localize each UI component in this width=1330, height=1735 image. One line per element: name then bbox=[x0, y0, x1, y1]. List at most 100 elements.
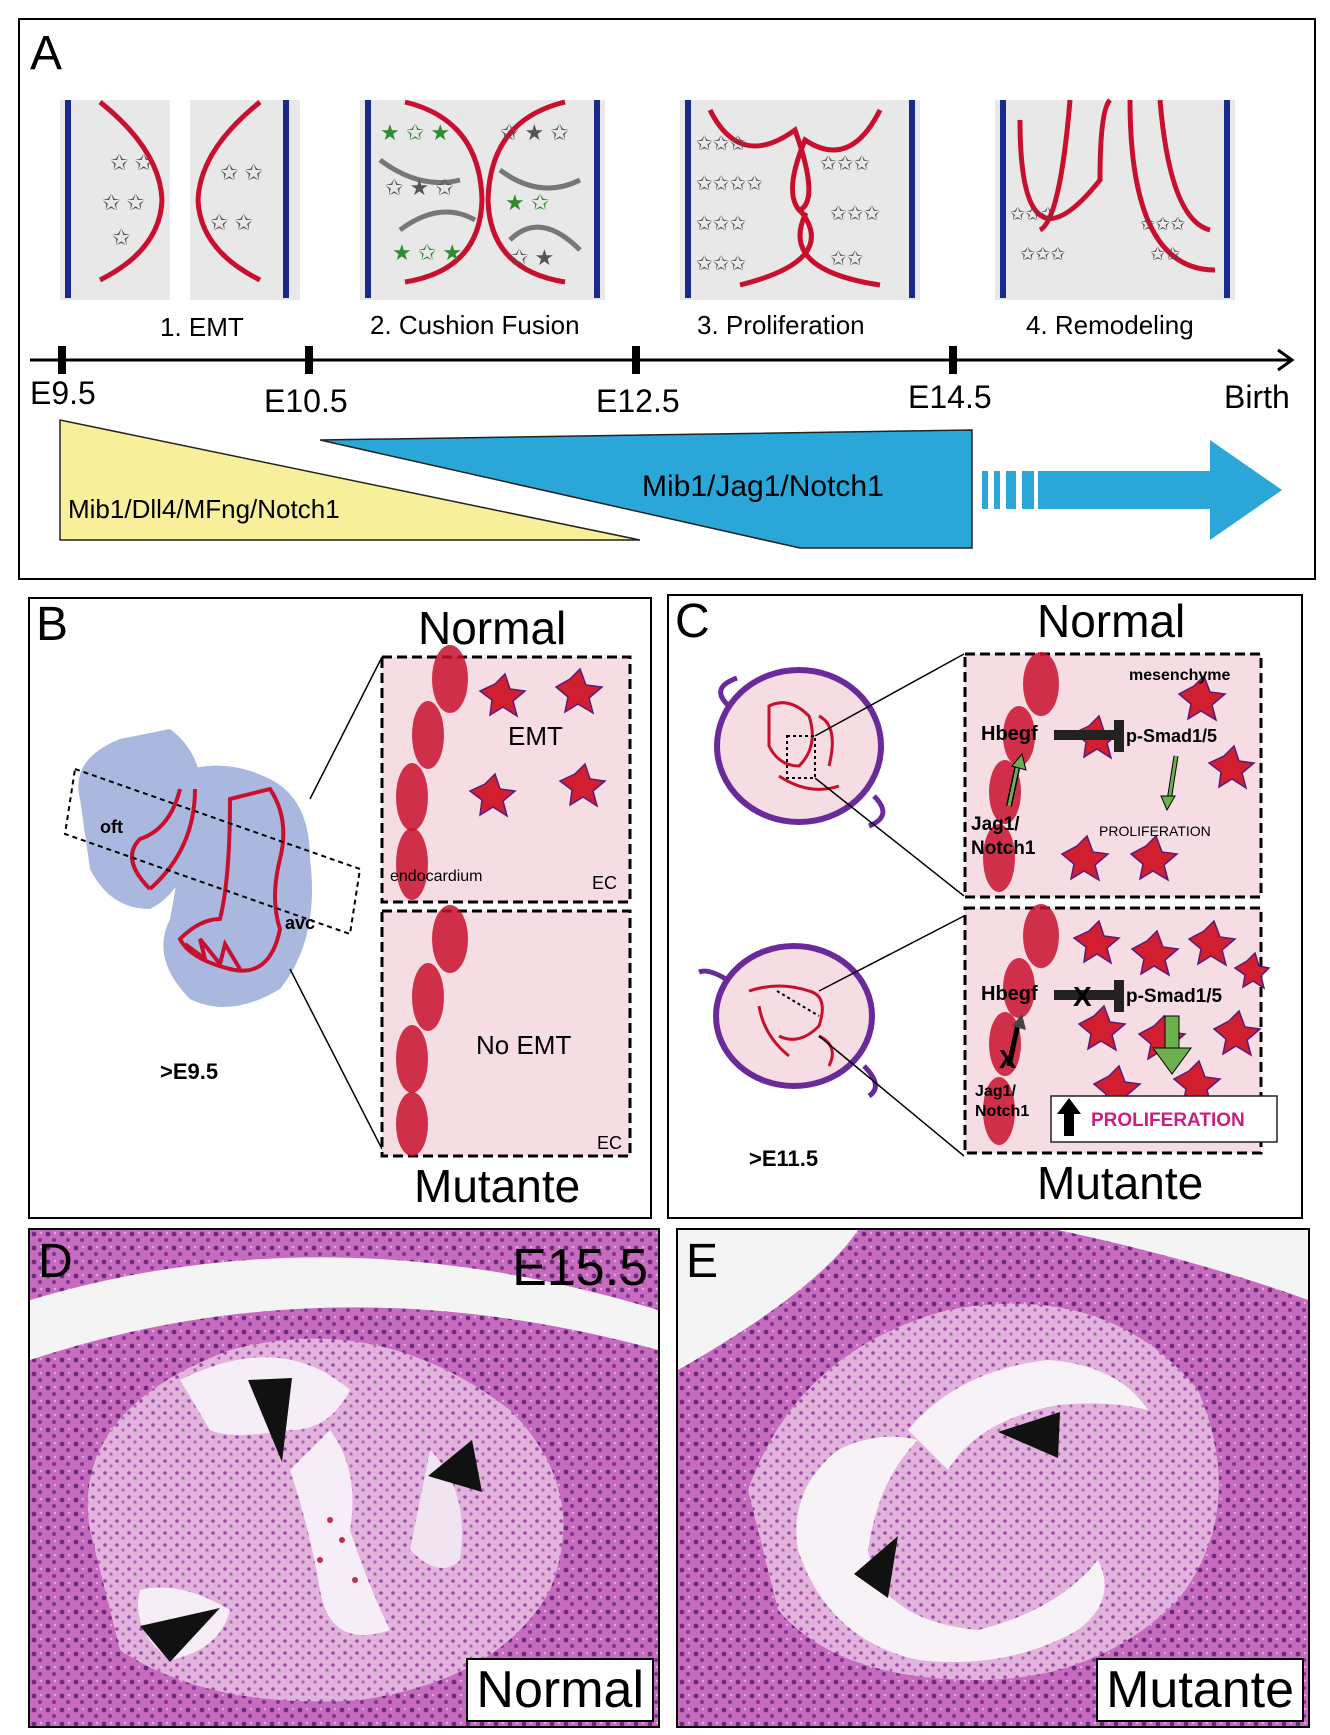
c-mutant-endocardium-cells bbox=[983, 904, 1059, 1145]
panel-d-label: D bbox=[38, 1235, 73, 1288]
panel-e-label: E bbox=[686, 1235, 719, 1288]
svg-text:✩✩✩: ✩✩✩ bbox=[830, 203, 881, 225]
b-mutant-endocardium-cells bbox=[396, 905, 468, 1156]
e-caption-mutante: Mutante bbox=[1096, 1658, 1304, 1722]
stage-label-4: 4. Remodeling bbox=[1026, 310, 1194, 340]
svg-text:✩✩✩: ✩✩✩ bbox=[1020, 244, 1065, 264]
c-normal-heart-section bbox=[714, 653, 965, 897]
b-ec-label-2: EC bbox=[597, 1133, 622, 1153]
svg-text:✩✩✩: ✩✩✩ bbox=[1140, 214, 1185, 234]
panel-a-diagram: ✩ ✩ ✩ ✩ ✩ ✩ ✩ ✩ ✩ ★ ✩ ★ ✩ ★ ✩ ★ ✩ ★ ✩ ★ … bbox=[30, 98, 1295, 549]
panel-b: oft avc >E9.5 EMT endocardium EC No EMT bbox=[28, 597, 652, 1219]
b-age-label: >E9.5 bbox=[160, 1059, 218, 1084]
mesenchyme-label: mesenchyme bbox=[1129, 667, 1230, 684]
arrowhead-3 bbox=[140, 1608, 220, 1662]
stage-label-2: 2. Cushion Fusion bbox=[370, 310, 580, 340]
arrowhead-2 bbox=[428, 1440, 482, 1492]
timeline-axis bbox=[30, 346, 1295, 374]
panel-a: ✩ ✩ ✩ ✩ ✩ ✩ ✩ ✩ ✩ ★ ✩ ★ ✩ ★ ✩ ★ ✩ ★ ✩ ★ … bbox=[18, 18, 1316, 580]
arrowhead-1 bbox=[248, 1378, 292, 1462]
c-normal-title: Normal bbox=[1037, 595, 1186, 647]
c-jag1-line1: Jag1/ bbox=[971, 814, 1020, 835]
panel-b-label: B bbox=[36, 598, 69, 651]
svg-text:✩✩: ✩✩ bbox=[1150, 244, 1180, 264]
histology-normal-image bbox=[30, 1230, 658, 1726]
panel-d: D E15.5 Normal bbox=[28, 1228, 660, 1728]
jag1-wedge bbox=[319, 429, 973, 549]
c-normal-jag1-arrow bbox=[1006, 752, 1027, 807]
panel-a-label: A bbox=[30, 27, 63, 80]
svg-text:✩✩✩✩: ✩✩✩✩ bbox=[696, 173, 763, 195]
svg-text:✩ ★ ✩: ✩ ★ ✩ bbox=[385, 175, 454, 200]
tick-birth: Birth bbox=[1224, 379, 1290, 415]
svg-text:✩✩✩: ✩✩✩ bbox=[1010, 204, 1055, 224]
stage-label-1: 1. EMT bbox=[160, 312, 244, 342]
svg-text:✩✩: ✩✩ bbox=[830, 248, 864, 270]
c-age-label: >E11.5 bbox=[749, 1146, 818, 1171]
c-normal-mesenchyme-cells bbox=[1060, 674, 1256, 882]
continuation-arrow bbox=[982, 440, 1282, 540]
svg-text:X: X bbox=[999, 1044, 1017, 1074]
b-ec-label-1: EC bbox=[592, 873, 617, 893]
c-mutant-psmad-arrow bbox=[1152, 1015, 1192, 1075]
c-normal-inhibition-symbol bbox=[1054, 720, 1124, 752]
b-normal-endocardium-cells bbox=[396, 645, 468, 900]
c-jag1-line4: Notch1 bbox=[975, 1103, 1029, 1120]
heart-tube-illustration bbox=[63, 656, 383, 1150]
c-proliferation-label-1: PROLIFERATION bbox=[1099, 823, 1211, 839]
stage-label-3: 3. Proliferation bbox=[697, 310, 865, 340]
tick-e9-5: E9.5 bbox=[30, 375, 96, 411]
svg-text:✩✩✩: ✩✩✩ bbox=[696, 133, 747, 155]
stage-label-e15-5: E15.5 bbox=[512, 1239, 648, 1297]
c-hbegf-label-2: Hbegf bbox=[981, 983, 1038, 1005]
b-mutant-box bbox=[380, 909, 632, 1158]
svg-text:★ ✩ ★: ★ ✩ ★ bbox=[392, 240, 462, 265]
tick-e10-5: E10.5 bbox=[264, 383, 348, 419]
svg-text:✩ ✩: ✩ ✩ bbox=[220, 160, 263, 185]
c-jag1-line2: Notch1 bbox=[971, 838, 1036, 859]
b-mutant-title: Mutante bbox=[414, 1160, 581, 1212]
svg-text:✩✩✩: ✩✩✩ bbox=[696, 213, 747, 235]
arrowhead-4 bbox=[998, 1412, 1060, 1458]
c-mutant-title: Mutante bbox=[1037, 1157, 1204, 1209]
tick-e14-5: E14.5 bbox=[908, 379, 992, 415]
c-jag1-line3: Jag1/ bbox=[975, 1083, 1016, 1100]
c-mutant-heart-section bbox=[698, 915, 965, 1157]
endocardium-label: endocardium bbox=[390, 868, 483, 885]
c-normal-psmad-arrow bbox=[1160, 755, 1179, 812]
b-normal-title: Normal bbox=[418, 602, 567, 654]
stage-remodeling-illustration: ✩✩✩ ✩✩✩ ✩✩✩ ✩✩ bbox=[995, 98, 1235, 300]
svg-text:✩✩✩: ✩✩✩ bbox=[820, 153, 871, 175]
c-mutant-jag1-arrow: X bbox=[999, 1014, 1026, 1074]
svg-text:✩ ✩: ✩ ✩ bbox=[102, 190, 145, 215]
c-psmad-label-2: p-Smad1/5 bbox=[1126, 986, 1223, 1007]
c-increased-proliferation-callout bbox=[1050, 1095, 1278, 1143]
panel-e: E Mutante bbox=[676, 1228, 1310, 1728]
oft-label: oft bbox=[100, 817, 123, 837]
c-mutant-inhibition-symbol: X bbox=[1054, 980, 1124, 1012]
stage-proliferation-illustration: ✩✩✩ ✩✩✩✩ ✩✩✩ ✩✩✩ ✩✩✩ ✩✩✩ ✩✩ bbox=[680, 100, 920, 300]
svg-text:✩: ✩ bbox=[112, 225, 130, 250]
histology-mutant-image bbox=[678, 1230, 1308, 1726]
c-psmad-label-1: p-Smad1/5 bbox=[1126, 726, 1217, 746]
svg-text:✩ ✩: ✩ ✩ bbox=[110, 150, 153, 175]
b-mesenchyme-cells bbox=[468, 667, 607, 818]
svg-text:✩ ★ ✩: ✩ ★ ✩ bbox=[500, 120, 569, 145]
jag1-label: Mib1/Jag1/Notch1 bbox=[642, 470, 884, 503]
emt-label: EMT bbox=[508, 721, 563, 751]
svg-text:✩✩✩: ✩✩✩ bbox=[696, 253, 747, 275]
svg-text:★ ✩ ★: ★ ✩ ★ bbox=[380, 120, 450, 145]
c-jag1-label-2: Jag1/ Notch1 bbox=[975, 1083, 1029, 1120]
panel-c-label: C bbox=[675, 595, 710, 648]
tick-e12-5: E12.5 bbox=[596, 383, 680, 419]
avc-label: avc bbox=[285, 913, 315, 933]
c-proliferation-label-2: PROLIFERATION bbox=[1091, 1110, 1245, 1131]
dll4-wedge bbox=[59, 419, 641, 541]
dll4-label: Mib1/Dll4/MFng/Notch1 bbox=[68, 494, 340, 524]
panel-b-diagram: oft avc >E9.5 EMT endocardium EC No EMT bbox=[63, 645, 632, 1158]
c-hbegf-label-1: Hbegf bbox=[981, 723, 1038, 745]
panel-c-diagram: >E11.5 mesenchyme Hbegf p-Smad1/5 bbox=[698, 652, 1278, 1171]
panel-c: >E11.5 mesenchyme Hbegf p-Smad1/5 bbox=[667, 594, 1303, 1219]
stage-emt-illustration: ✩ ✩ ✩ ✩ ✩ ✩ ✩ ✩ ✩ bbox=[60, 100, 300, 300]
c-jag1-label-1: Jag1/ Notch1 bbox=[971, 814, 1036, 859]
